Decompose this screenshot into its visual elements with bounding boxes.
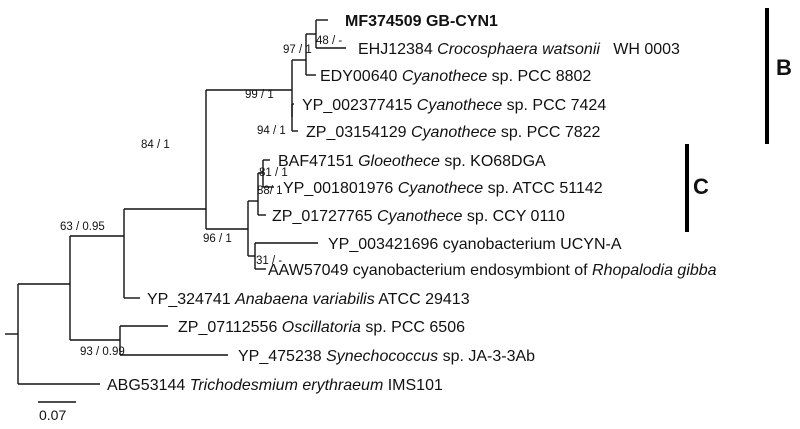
support-value: 48 / - — [316, 35, 342, 47]
taxon-text: EHJ12384 — [358, 41, 437, 58]
taxon-label: AAW57049 cyanobacterium endosymbiont of … — [268, 262, 717, 279]
scale-bar-label: 0.07 — [39, 407, 66, 423]
support-value: 94 / 1 — [257, 125, 286, 137]
taxon-species-name: Cyanothece — [402, 68, 487, 85]
taxon-text: AAW57049 cyanobacterium endosymbiont of — [268, 262, 592, 279]
taxon-label: YP_001801976 Cyanothece sp. ATCC 51142 — [283, 180, 603, 197]
clade-label-c: C — [693, 174, 709, 199]
taxon-text: sp. CCY 0110 — [462, 208, 565, 225]
support-value: 84 / 1 — [141, 139, 170, 151]
support-value: 63 / 0.95 — [60, 221, 105, 233]
taxon-text: BAF47151 — [278, 153, 358, 170]
taxon-species-name: Cyanothece — [398, 180, 483, 197]
taxon-text: IMS101 — [383, 377, 443, 394]
taxon-text: YP_003421696 cyanobacterium UCYN-A — [328, 236, 622, 253]
taxon-label: MF374509 GB-CYN1 — [345, 13, 498, 30]
taxon-species-name: Crocosphaera watsonii — [437, 41, 600, 58]
taxon-label: YP_002377415 Cyanothece sp. PCC 7424 — [302, 97, 606, 114]
support-values: 48 / - 97 / 1 99 / 1 94 / 1 84 / 1 81 / … — [60, 35, 342, 358]
taxon-text: YP_475238 — [238, 348, 326, 365]
taxon-species-name: Synechococcus — [326, 348, 438, 365]
taxon-text: ATCC 29413 — [375, 291, 470, 308]
taxon-text: sp. ATCC 51142 — [483, 180, 603, 197]
taxon-label: YP_475238 Synechococcus sp. JA-3-3Ab — [238, 348, 535, 365]
taxon-species-name: Trichodesmium erythraeum — [190, 377, 384, 394]
taxon-text: YP_002377415 — [302, 97, 417, 114]
support-value: 96 / 1 — [203, 233, 232, 245]
taxon-label: ZP_07112556 Oscillatoria sp. PCC 6506 — [178, 319, 465, 336]
tree-branches — [5, 19, 346, 385]
taxon-label: BAF47151 Gloeothece sp. KO68DGA — [278, 153, 546, 170]
clade-label-b: B — [776, 55, 792, 80]
taxon-label: EHJ12384 Crocosphaera watsonii WH 0003 — [358, 41, 680, 58]
support-value: 31 / - — [256, 255, 282, 267]
taxon-species-name: Anabaena variabilis — [234, 291, 375, 308]
taxon-text: ZP_01727765 — [272, 208, 377, 225]
taxon-text: sp. PCC 6506 — [361, 319, 465, 336]
taxon-text: WH 0003 — [600, 41, 680, 58]
taxon-species-name: Gloeothece — [358, 153, 440, 170]
taxon-text: sp. KO68DGA — [440, 153, 546, 170]
taxon-text: YP_001801976 — [283, 180, 398, 197]
taxon-text: sp. PCC 7822 — [496, 124, 600, 141]
support-value: 99 / 1 — [245, 89, 274, 101]
taxon-species-name: Cyanothece — [417, 97, 502, 114]
taxon-text: sp. PCC 8802 — [487, 68, 591, 85]
support-value: 88/ 1 — [257, 185, 283, 197]
support-value: 81 / 1 — [259, 167, 288, 179]
taxon-text: MF374509 GB-CYN1 — [345, 13, 498, 30]
taxon-species-name: Cyanothece — [377, 208, 462, 225]
taxon-label: YP_003421696 cyanobacterium UCYN-A — [328, 236, 622, 253]
taxon-text: ZP_07112556 — [178, 319, 282, 336]
taxon-label: YP_324741 Anabaena variabilis ATCC 29413 — [147, 291, 470, 308]
taxon-label: ZP_03154129 Cyanothece sp. PCC 7822 — [306, 124, 601, 141]
taxon-label: EDY00640 Cyanothece sp. PCC 8802 — [320, 68, 591, 85]
taxon-text: sp. PCC 7424 — [502, 97, 606, 114]
taxon-species-name: Rhopalodia gibba — [592, 262, 717, 279]
scale-bar: 0.07 — [38, 401, 76, 423]
taxon-species-name: Cyanothece — [411, 124, 496, 141]
taxon-species-name: Oscillatoria — [282, 319, 361, 336]
taxon-label: ABG53144 Trichodesmium erythraeum IMS101 — [107, 377, 443, 394]
taxon-text: ABG53144 — [107, 377, 190, 394]
clade-bars — [685, 8, 769, 232]
taxon-text: sp. JA-3-3Ab — [438, 348, 535, 365]
taxon-text: EDY00640 — [320, 68, 402, 85]
support-value: 97 / 1 — [283, 44, 312, 56]
taxon-text: ZP_03154129 — [306, 124, 411, 141]
support-value: 93 / 0.99 — [80, 346, 125, 358]
taxon-text: YP_324741 — [147, 291, 235, 308]
taxon-label: ZP_01727765 Cyanothece sp. CCY 0110 — [272, 208, 565, 225]
